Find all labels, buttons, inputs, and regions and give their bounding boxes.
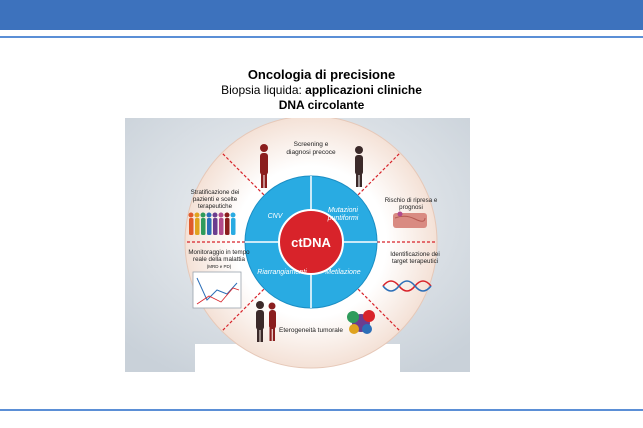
screening-line1: Screening e bbox=[294, 141, 329, 148]
patient-group-icon bbox=[188, 212, 236, 235]
tissue-icon bbox=[393, 211, 427, 228]
ctdna-diagram-svg: ctDNA CNV Mutazioni puntiformi Riarrangi… bbox=[125, 115, 470, 372]
label-riarrangiamenti: Riarrangiamenti bbox=[257, 269, 307, 276]
monitoraggio-line3: (MRD e PD) bbox=[207, 264, 232, 269]
ctdna-diagram: ctDNA CNV Mutazioni puntiformi Riarrangi… bbox=[125, 115, 470, 372]
figure-icon-top-right bbox=[355, 146, 363, 187]
stratificazione-line3: terapeutiche bbox=[198, 203, 233, 210]
header-bar bbox=[0, 0, 643, 30]
label-mutazioni-1: Mutazioni bbox=[328, 207, 358, 214]
divider-ne bbox=[343, 152, 401, 210]
screening-line2: diagnosi precoce bbox=[286, 149, 336, 156]
target-line1: Identificazione dei bbox=[390, 251, 440, 258]
slide-title: Oncologia di precisione bbox=[247, 67, 396, 82]
center-label: ctDNA bbox=[291, 235, 331, 250]
slide-subtitle-2: DNA circolante bbox=[278, 98, 365, 112]
slide-subtitle: Biopsia liquida: applicazioni cliniche bbox=[0, 83, 643, 98]
segment-stratificazione: Stratificazione dei pazienti e scelte te… bbox=[191, 189, 240, 210]
target-line2: target terapeutici bbox=[392, 258, 438, 265]
stratificazione-line2: pazienti e scelte bbox=[193, 196, 238, 203]
segment-target: Identificazione dei target terapeutici bbox=[390, 251, 440, 265]
tumor-cluster-icon bbox=[347, 310, 375, 334]
figure-icon-top-left bbox=[260, 144, 268, 188]
divider-sw bbox=[221, 274, 279, 332]
label-metilazione: Metilazione bbox=[325, 269, 361, 276]
figure-icon-bottom-left-2 bbox=[268, 302, 276, 341]
dna-helix-icon bbox=[382, 280, 432, 292]
subtitle-regular: Biopsia liquida: bbox=[221, 83, 306, 97]
outer-dividers bbox=[185, 152, 437, 332]
ripresa-line1: Rischio di ripresa e bbox=[385, 197, 438, 204]
eterogeneita-label: Eterogeneità tumorale bbox=[279, 327, 343, 334]
inner-labels: CNV Mutazioni puntiformi Riarrangiamenti… bbox=[257, 207, 361, 276]
monitoraggio-line2: reale della malattia bbox=[193, 256, 245, 263]
segment-ripresa: Rischio di ripresa e prognosi bbox=[385, 197, 438, 211]
footer-rule bbox=[0, 409, 643, 411]
monitoring-chart-icon bbox=[192, 271, 242, 309]
segment-screening: Screening e diagnosi precoce bbox=[286, 141, 336, 156]
ripresa-line2: prognosi bbox=[399, 204, 423, 211]
title-block: Oncologia di precisione Biopsia liquida:… bbox=[0, 66, 643, 113]
label-cnv: CNV bbox=[268, 213, 284, 220]
figure-icon-bottom-left bbox=[256, 301, 264, 342]
divider-se bbox=[343, 274, 401, 332]
header-rule bbox=[0, 36, 643, 38]
divider-nw bbox=[221, 152, 279, 210]
label-mutazioni-2: puntiformi bbox=[327, 215, 359, 222]
subtitle-bold: applicazioni cliniche bbox=[305, 83, 422, 97]
segment-monitoraggio: Monitoraggio in tempo reale della malatt… bbox=[188, 249, 250, 269]
monitoraggio-line1: Monitoraggio in tempo bbox=[188, 249, 250, 256]
center-circle bbox=[278, 209, 344, 275]
stratificazione-line1: Stratificazione dei bbox=[191, 189, 240, 196]
